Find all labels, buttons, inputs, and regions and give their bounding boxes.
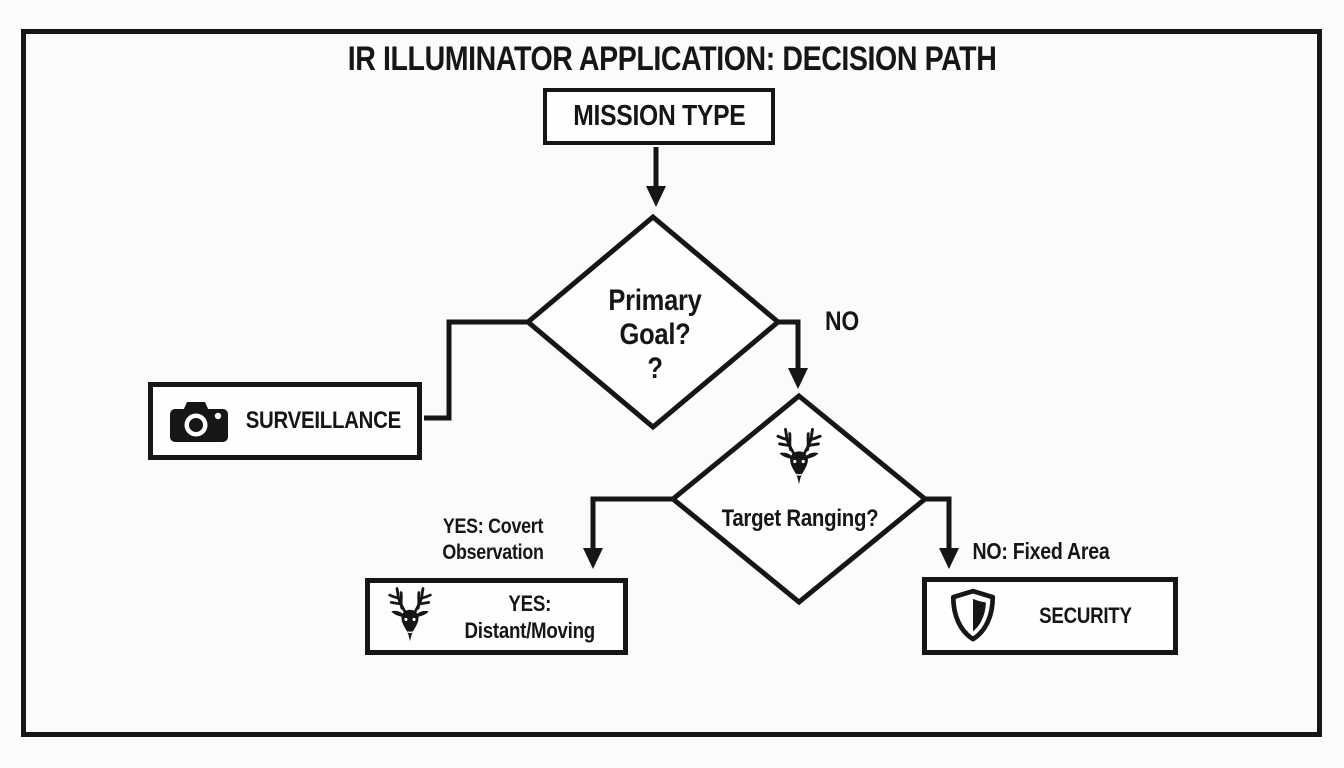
security-label: SECURITY xyxy=(1038,603,1132,628)
arrowhead-ranging-yes xyxy=(583,548,603,569)
arrowhead-ranging-no xyxy=(939,548,959,569)
node-yes-distant-moving: YES: Distant/Moving xyxy=(365,578,628,655)
node-security: SECURITY xyxy=(922,577,1178,655)
edge-label-yes-covert: YES: Covert Observation xyxy=(442,515,544,564)
edge-label-no: NO xyxy=(825,306,859,336)
arrowhead-goal-no xyxy=(788,368,808,389)
deer-icon xyxy=(772,426,826,492)
decision-target-ranging xyxy=(669,392,929,606)
node-mission-type: MISSION TYPE xyxy=(543,88,775,145)
arrowhead-mission xyxy=(646,186,666,207)
node-surveillance: SURVEILLANCE xyxy=(148,382,422,460)
surveillance-label: SURVEILLANCE xyxy=(245,407,401,434)
decision-primary-goal xyxy=(524,213,782,431)
edge-goal-no xyxy=(778,319,801,371)
shield-icon xyxy=(949,588,997,644)
decision-target-ranging-text: Target Ranging? xyxy=(721,505,879,532)
edge-ranging-no xyxy=(925,496,952,551)
edge-goal-to-surveillance xyxy=(424,319,528,421)
edge-ranging-yes xyxy=(590,496,673,551)
diagram-border xyxy=(21,29,1322,737)
decision-primary-goal-text: Primary Goal? ? xyxy=(608,284,702,385)
mission-type-label: MISSION TYPE xyxy=(572,100,746,132)
yes-distant-moving-label: YES: Distant/Moving xyxy=(464,590,595,643)
diagram-title: IR ILLUMINATOR APPLICATION: DECISION PAT… xyxy=(0,40,1344,79)
camera-icon xyxy=(169,399,229,443)
diagram-title-text: IR ILLUMINATOR APPLICATION: DECISION PAT… xyxy=(347,40,997,78)
deer-icon xyxy=(384,586,436,648)
edge-label-no-fixed: NO: Fixed Area xyxy=(972,538,1110,564)
